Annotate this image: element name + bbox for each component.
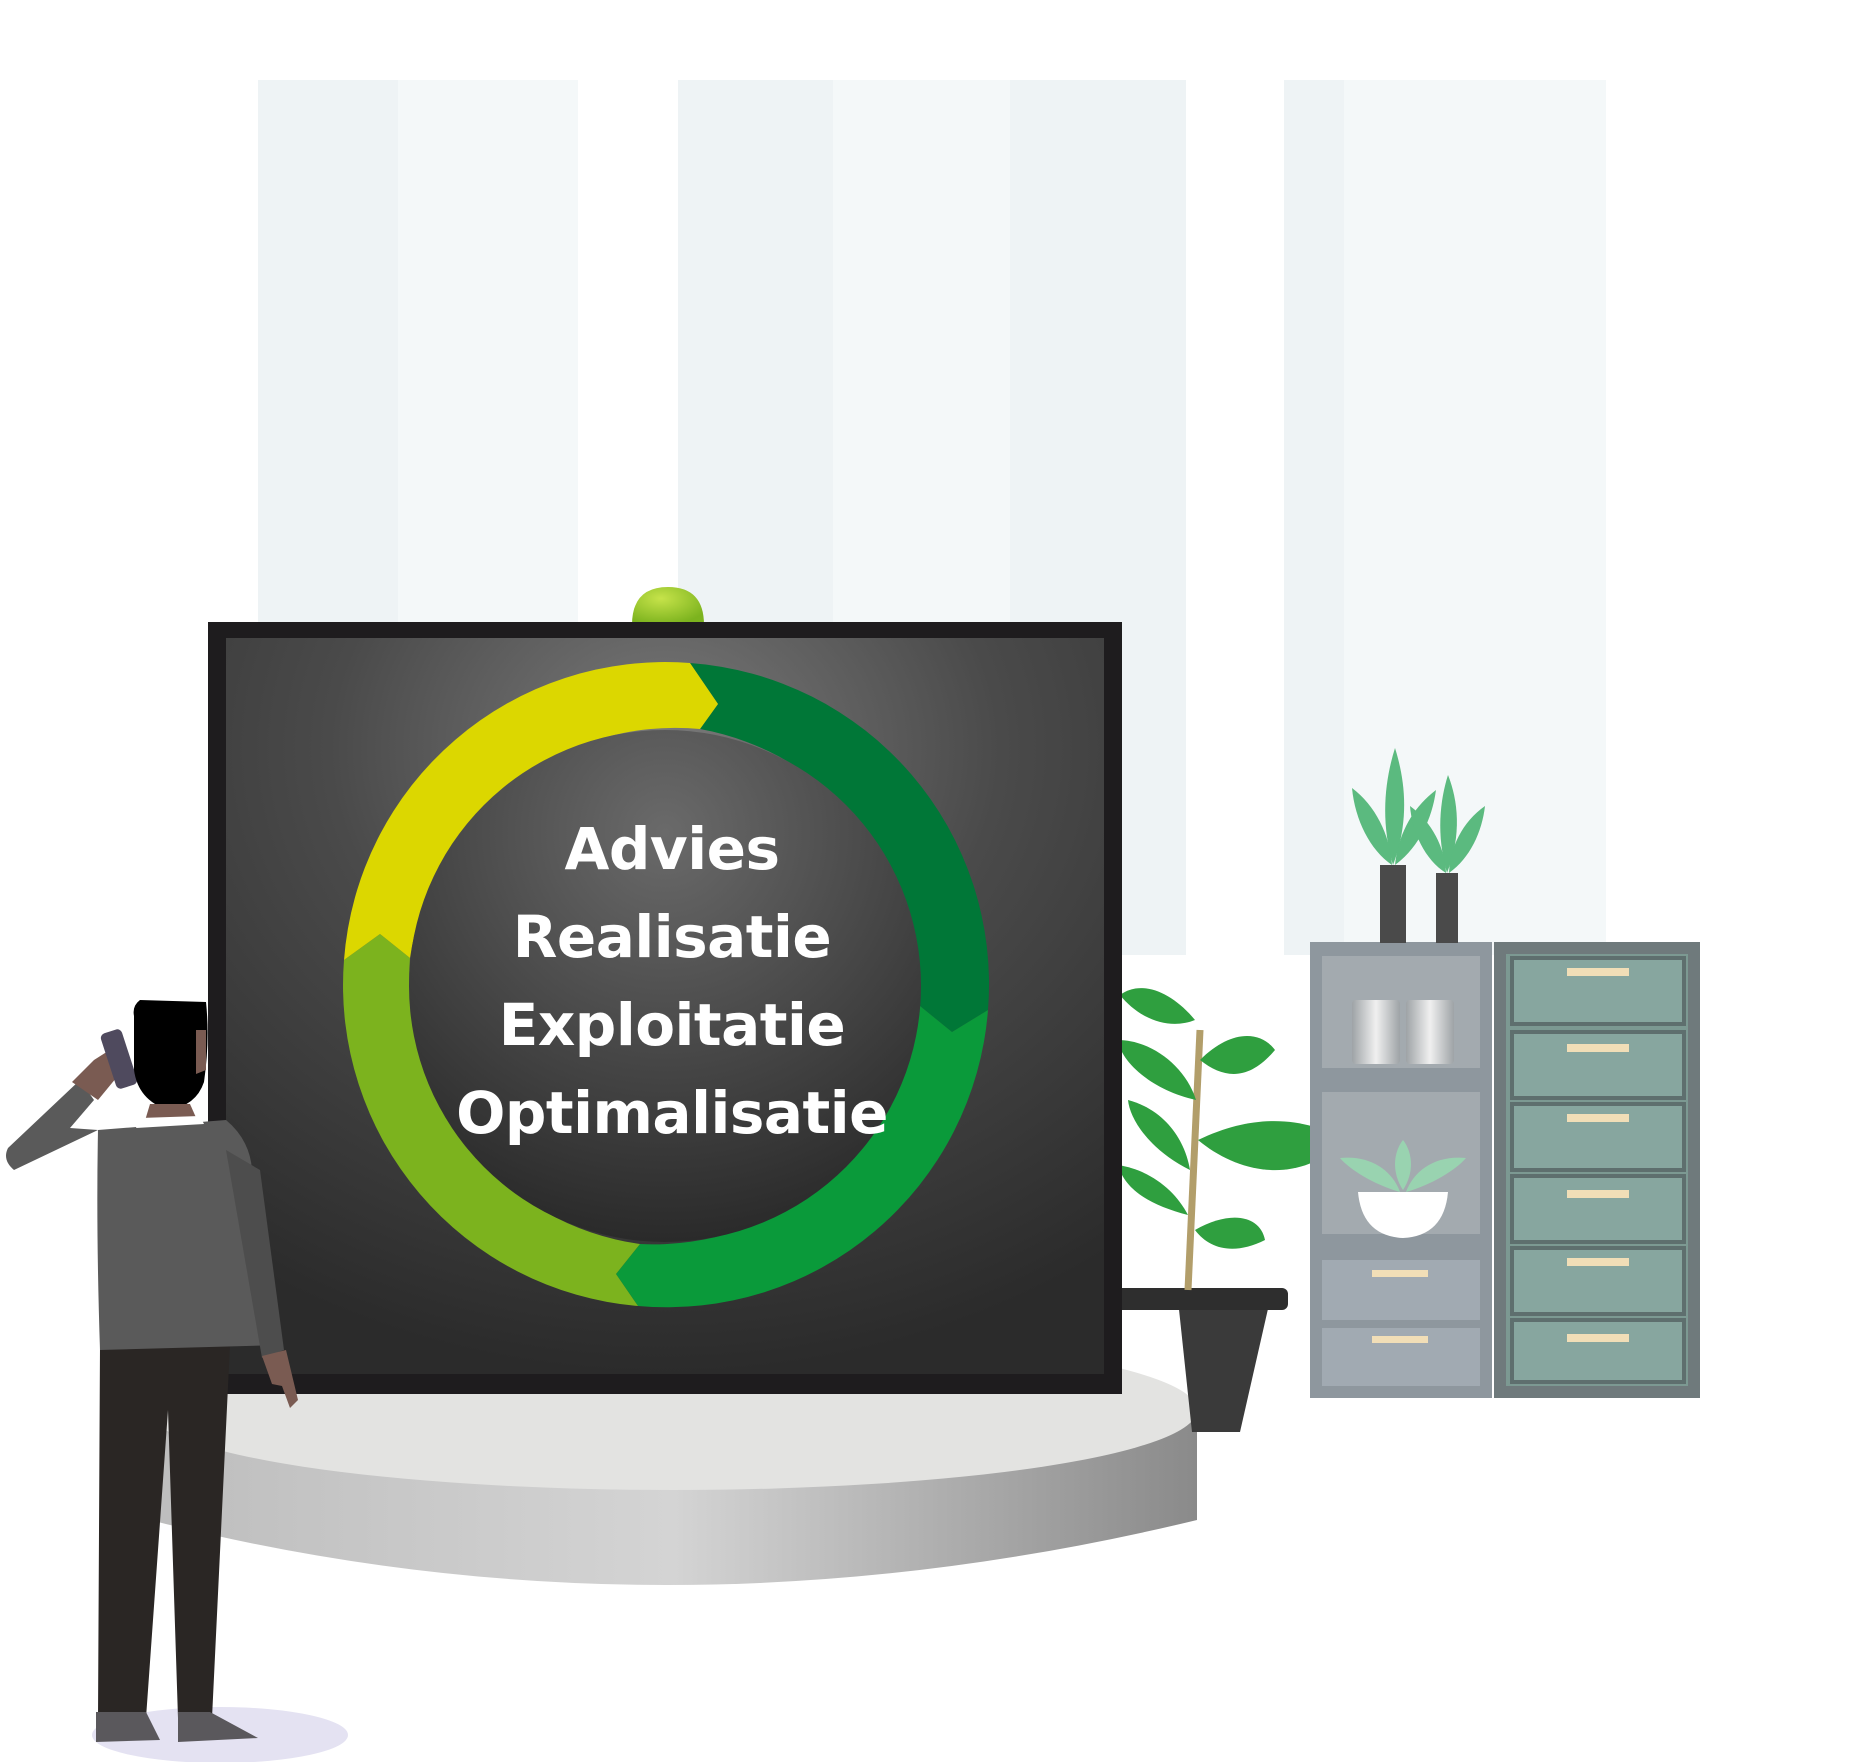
cycle-ring: [343, 662, 990, 1308]
cycle-steps: Advies Realisatie Exploitatie Optimalisa…: [442, 805, 902, 1157]
cycle-step-realisatie: Realisatie: [512, 903, 832, 971]
potted-plant: [1110, 988, 1345, 1432]
filing-cabinet: [1494, 942, 1700, 1398]
cycle-step-exploitatie: Exploitatie: [498, 991, 846, 1059]
shelf-cabinet: [1310, 942, 1492, 1398]
cycle-step-optimalisatie: Optimalisatie: [456, 1079, 888, 1147]
camera-ball: [632, 587, 704, 625]
cycle-step-advies: Advies: [564, 815, 780, 883]
person: [6, 1000, 348, 1762]
vase-plants: [1352, 748, 1485, 943]
